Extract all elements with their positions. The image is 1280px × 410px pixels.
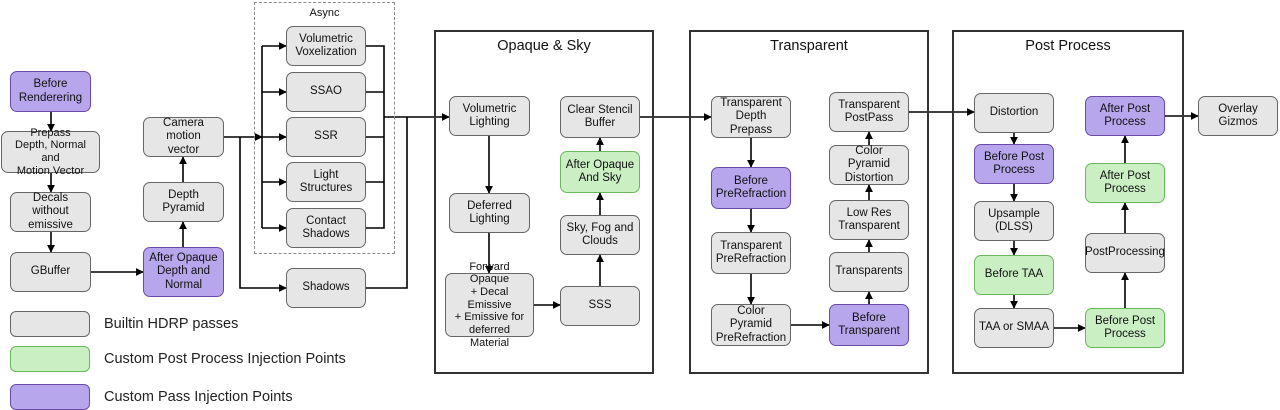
node-deferred-lighting: Deferred Lighting — [449, 193, 530, 233]
legend-swatch-custom-injection — [10, 384, 90, 410]
opaque-sky-group-title: Opaque & Sky — [497, 38, 591, 54]
node-shadows: Shadows — [286, 268, 366, 308]
node-clear-stencil-buffer: Clear Stencil Buffer — [560, 96, 640, 138]
node-transparents: Transparents — [829, 252, 909, 292]
node-before-post-process-2: Before Post Process — [1085, 308, 1165, 348]
legend-label-custom-injection: Custom Pass Injection Points — [104, 389, 293, 405]
node-light-structures: Light Structures — [286, 162, 366, 202]
node-after-post-process-2: After Post Process — [1085, 96, 1165, 136]
legend-label-builtin: Builtin HDRP passes — [104, 316, 239, 332]
node-color-pyramid-distortion: Color Pyramid Distortion — [829, 145, 909, 185]
node-camera-motion-vector: Camera motion vector — [143, 117, 224, 157]
node-depth-pyramid: Depth Pyramid — [143, 182, 224, 222]
edge-19 — [366, 117, 408, 289]
node-contact-shadows: Contact Shadows — [286, 208, 366, 248]
legend-swatch-post-injection — [10, 346, 90, 372]
node-low-res-transparent: Low Res Transparent — [829, 200, 909, 240]
node-upsample-dlss: Upsample (DLSS) — [974, 201, 1054, 241]
async-group: Async — [254, 2, 395, 254]
async-group-title: Async — [309, 7, 340, 19]
legend-swatch-builtin — [10, 311, 90, 337]
node-after-opaque-depth-normal: After Opaque Depth and Normal — [143, 247, 224, 297]
post-process-group-title: Post Process — [1025, 38, 1111, 54]
node-forward-opaque: Forward Opaque + Decal Emissive + Emissi… — [445, 261, 534, 349]
node-before-post-process: Before Post Process — [974, 144, 1054, 184]
node-before-prerefraction: Before PreRefraction — [711, 167, 791, 209]
node-volumetric-voxelization: Volumetric Voxelization — [286, 26, 366, 66]
node-gbuffer: GBuffer — [10, 252, 91, 292]
opaque-sky-group: Opaque & Sky — [434, 30, 654, 374]
node-transparent-prerefraction: Transparent PreRefraction — [711, 232, 791, 274]
node-prepass: Prepass Depth, Normal and Motion Vector — [1, 127, 100, 177]
node-before-transparent: Before Transparent — [829, 304, 909, 346]
node-volumetric-lighting: Volumetric Lighting — [449, 96, 530, 136]
node-before-taa: Before TAA — [974, 255, 1054, 295]
node-postprocessing: PostProcessing — [1085, 233, 1165, 273]
node-distortion: Distortion — [974, 93, 1054, 133]
node-color-pyramid-prerefraction: Color Pyramid PreRefraction — [711, 304, 791, 346]
transparent-group-title: Transparent — [770, 38, 848, 54]
node-sss: SSS — [560, 286, 640, 326]
node-decals: Decals without emissive — [10, 192, 91, 232]
node-after-post-process-1: After Post Process — [1085, 163, 1165, 203]
transparent-group: Transparent — [689, 30, 929, 374]
node-transparent-postpass: Transparent PostPass — [829, 92, 909, 132]
node-before-rendering: Before Renderering — [10, 71, 91, 112]
node-transparent-depth-prepass: Transparent Depth Prepass — [711, 96, 791, 138]
node-ssao: SSAO — [286, 72, 366, 112]
node-overlay-gizmos: Overlay Gizmos — [1198, 96, 1278, 136]
edge-7 — [239, 137, 287, 292]
node-taa-or-smaa: TAA or SMAA — [974, 308, 1054, 348]
post-process-group: Post Process — [952, 30, 1184, 374]
legend-label-post-injection: Custom Post Process Injection Points — [104, 351, 346, 367]
node-sky-fog-clouds: Sky, Fog and Clouds — [560, 215, 640, 255]
node-after-opaque-and-sky: After Opaque And Sky — [560, 151, 640, 193]
node-ssr: SSR — [286, 117, 366, 157]
